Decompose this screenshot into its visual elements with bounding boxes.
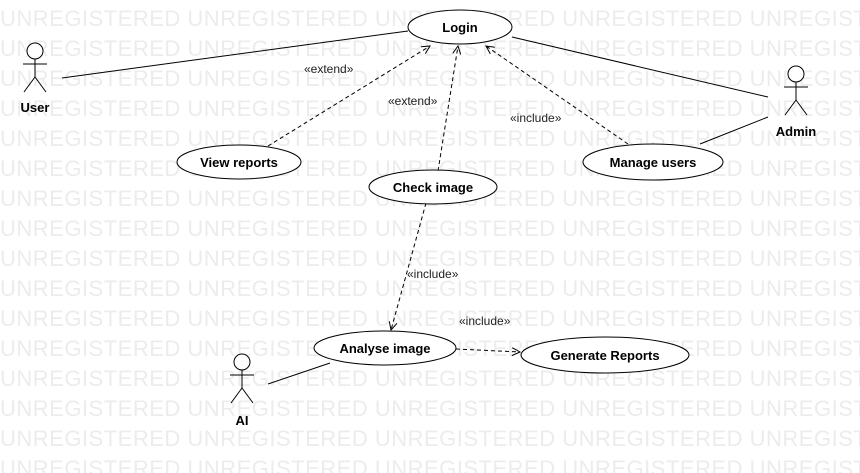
watermark-text: UNREGISTERED UNREGISTERED UNREGISTERED U… xyxy=(0,96,860,121)
actor-user[interactable] xyxy=(23,42,47,93)
watermark-text: UNREGISTERED UNREGISTERED UNREGISTERED U… xyxy=(0,216,860,241)
use-case-check-image-label: Check image xyxy=(393,180,473,195)
stereotype-label: «include» xyxy=(459,314,511,328)
actor-ai-label: AI xyxy=(236,413,249,428)
watermark-text: UNREGISTERED UNREGISTERED UNREGISTERED U… xyxy=(0,66,860,91)
use-case-analyse-image-label: Analyse image xyxy=(339,341,430,356)
use-case-view-reports[interactable]: View reports xyxy=(176,144,302,180)
use-case-manage-users[interactable]: Manage users xyxy=(582,143,724,181)
dependency-manage-users-login xyxy=(486,46,629,145)
use-case-login-label: Login xyxy=(442,20,477,35)
stereotype-label: «extend» xyxy=(304,62,354,76)
use-case-analyse-image[interactable]: Analyse image xyxy=(313,330,457,366)
watermark-text: UNREGISTERED UNREGISTERED UNREGISTERED U… xyxy=(0,456,860,473)
dependency-check-image-analyse-image xyxy=(391,202,427,330)
use-case-generate-reports-label: Generate Reports xyxy=(550,348,659,363)
association-user-login xyxy=(61,30,409,79)
actor-user-label: User xyxy=(21,100,50,115)
dependency-analyse-generate-reports xyxy=(455,349,520,352)
association-ai-analyse-image xyxy=(267,362,331,385)
stereotype-label: «extend» xyxy=(388,94,438,108)
association-admin-manage-users xyxy=(699,116,769,145)
watermark-text: UNREGISTERED UNREGISTERED UNREGISTERED U… xyxy=(0,246,860,271)
watermark-text: UNREGISTERED UNREGISTERED UNREGISTERED U… xyxy=(0,426,860,451)
watermark-text: UNREGISTERED UNREGISTERED UNREGISTERED U… xyxy=(0,366,860,391)
dependency-view-reports-login xyxy=(267,46,430,147)
use-case-manage-users-label: Manage users xyxy=(610,155,697,170)
watermark-text: UNREGISTERED UNREGISTERED UNREGISTERED U… xyxy=(0,396,860,421)
use-case-generate-reports[interactable]: Generate Reports xyxy=(520,336,690,374)
dependency-check-image-login xyxy=(437,46,458,172)
actor-admin-label: Admin xyxy=(776,124,817,139)
use-case-view-reports-label: View reports xyxy=(200,155,278,170)
actor-ai[interactable] xyxy=(230,353,254,404)
stereotype-label: «include» xyxy=(510,111,562,125)
actor-admin[interactable] xyxy=(784,65,808,116)
use-case-check-image[interactable]: Check image xyxy=(368,169,498,205)
watermark-text: UNREGISTERED UNREGISTERED UNREGISTERED U… xyxy=(0,306,860,331)
use-case-login[interactable]: Login xyxy=(407,9,513,45)
stereotype-label: «include» xyxy=(407,267,459,281)
association-admin-login xyxy=(511,36,769,98)
watermark-text: UNREGISTERED UNREGISTERED UNREGISTERED U… xyxy=(0,126,860,151)
watermark-text: UNREGISTERED UNREGISTERED UNREGISTERED U… xyxy=(0,276,860,301)
